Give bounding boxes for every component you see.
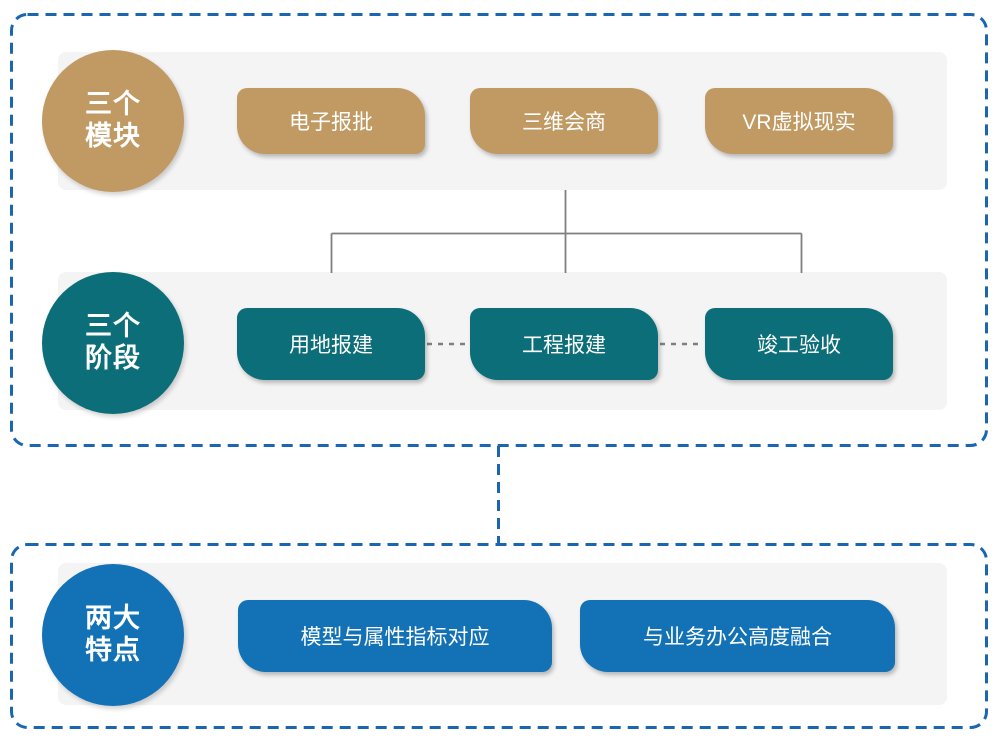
features-circle-label-line2: 特点 xyxy=(85,635,141,665)
modules-circle-label-line1: 三个 xyxy=(85,89,141,120)
stage-box-project-application: 工程报建 xyxy=(470,308,658,380)
module-box-vr: VR虚拟现实 xyxy=(705,88,893,154)
tree-connector-lines xyxy=(330,190,803,273)
stages-circle-label-line1: 三个 xyxy=(85,311,141,342)
bottom-section-dashed-border xyxy=(10,543,988,729)
stages-circle-label-line2: 阶段 xyxy=(85,343,141,373)
feature-box-model-attribute-mapping: 模型与属性指标对应 xyxy=(238,600,552,672)
features-circle-label-line1: 两大 xyxy=(85,603,141,634)
feature-box-office-integration: 与业务办公高度融合 xyxy=(580,600,895,672)
stages-circle: 三个 阶段 xyxy=(42,272,184,414)
modules-circle-label-line2: 模块 xyxy=(85,121,141,151)
module-box-3d-consultation: 三维会商 xyxy=(470,88,658,154)
modules-circle: 三个 模块 xyxy=(42,50,184,192)
top-section-dashed-border xyxy=(10,13,988,447)
stage-box-land-application: 用地报建 xyxy=(237,308,425,380)
stage-box-completion-acceptance: 竣工验收 xyxy=(705,308,893,380)
module-box-electronic-approval: 电子报批 xyxy=(237,88,425,154)
features-circle: 两大 特点 xyxy=(42,564,184,706)
